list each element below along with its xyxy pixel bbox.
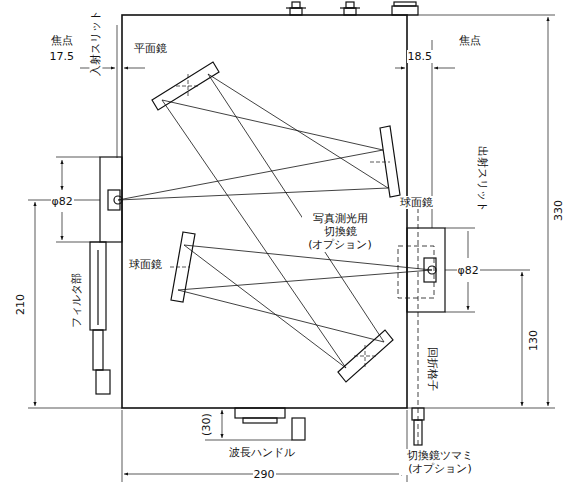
focus-label: 焦点	[458, 34, 482, 47]
exit-slit	[407, 228, 445, 312]
dimension: 210	[13, 293, 26, 316]
dimension: 130	[526, 329, 539, 352]
part-name: 平面鏡	[133, 42, 168, 55]
top-knobs	[286, 2, 418, 15]
dimension: 17.5	[49, 50, 76, 63]
part-name: 球面鏡	[399, 196, 434, 209]
dimension: φ82	[457, 264, 480, 277]
bottom-knobs	[235, 408, 424, 445]
filter-unit	[90, 242, 110, 394]
dimension: (30)	[199, 412, 212, 437]
part-name: 写真測光用 切換鏡 (オプション)	[302, 212, 378, 252]
dimension: φ82	[51, 195, 74, 208]
dimension-lines	[28, 15, 555, 482]
part-name: 波長ハンドル	[228, 446, 296, 459]
diffraction-grating	[338, 330, 393, 382]
dimension: 18.5	[407, 50, 434, 63]
dimension: 290	[253, 468, 276, 481]
slit-label: 出射スリット	[475, 144, 488, 212]
part-name: 球面鏡	[128, 258, 163, 271]
housing	[122, 15, 407, 408]
part-name: 回折格子	[425, 345, 438, 391]
spherical-mirror	[380, 126, 400, 197]
plane-mirror	[152, 62, 219, 110]
part-name: 切換鏡ツマミ (オプション)	[399, 449, 481, 475]
dimension: 330	[551, 199, 564, 222]
light-rays	[118, 74, 432, 368]
focus-label: 焦点	[50, 34, 74, 47]
slit-label: 入射スリット	[89, 8, 102, 76]
part-name: フィルタ部	[69, 272, 82, 329]
center-marks	[170, 74, 390, 367]
